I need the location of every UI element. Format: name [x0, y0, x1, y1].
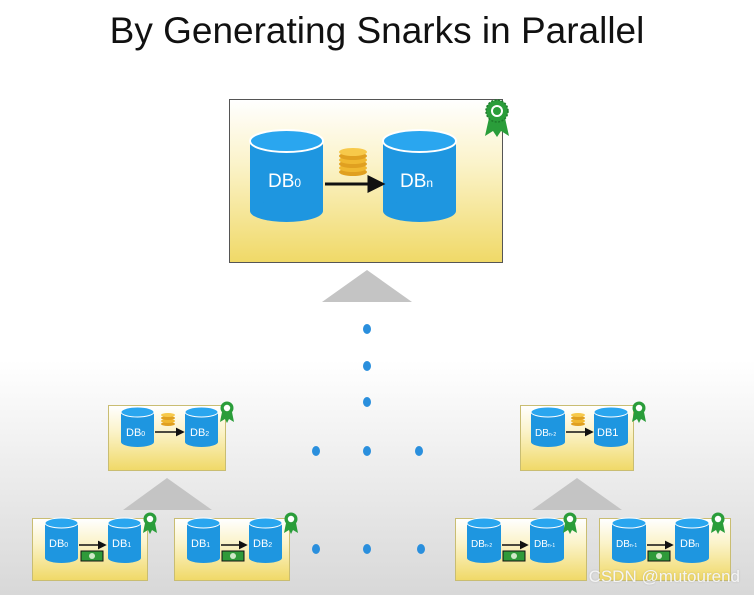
money-bill-icon — [221, 550, 245, 562]
money-bill-icon — [502, 550, 526, 562]
leaf-node-4: DBn-1 DBn — [611, 512, 725, 563]
database-icon: DBn-1 — [611, 517, 647, 563]
svg-text:DB2: DB2 — [253, 538, 272, 550]
svg-text:DB1: DB1 — [597, 427, 618, 439]
database-icon: DBn — [382, 129, 457, 222]
database-icon: DB1 — [593, 406, 629, 447]
database-icon: DB0 — [249, 129, 324, 222]
svg-text:DBn-1: DBn-1 — [534, 539, 555, 550]
svg-text:DB2: DB2 — [190, 427, 209, 439]
verified-badge-icon — [632, 401, 646, 423]
svg-text:DB0: DB0 — [49, 538, 68, 550]
verified-badge-icon — [220, 401, 234, 423]
svg-text:DB1: DB1 — [112, 538, 131, 550]
svg-text:DB0: DB0 — [126, 427, 145, 439]
merge-triangle-top — [322, 270, 412, 302]
verified-badge-icon — [284, 512, 298, 534]
watermark: CSDN @mutourend — [588, 567, 740, 586]
database-icon: DB1 — [186, 517, 221, 563]
database-icon: DBn-1 — [529, 517, 565, 563]
coin-stack-icon — [571, 413, 585, 426]
svg-text:DB1: DB1 — [191, 538, 210, 550]
verified-badge-icon — [143, 512, 157, 534]
coin-stack-icon — [161, 413, 175, 426]
coin-stack-icon — [339, 148, 367, 176]
leaf-node-2: DB1 DB2 — [186, 512, 298, 563]
leaf-node-1: DB0 DB1 — [44, 512, 157, 563]
database-icon: DB0 — [120, 406, 155, 447]
database-icon: DBn — [674, 517, 710, 563]
top-node: DB0 DBn — [249, 99, 509, 222]
database-icon: DBn-2 — [466, 517, 502, 563]
database-icon: DB0 — [44, 517, 79, 563]
verified-badge-icon — [485, 99, 509, 137]
database-icon: DB2 — [184, 406, 219, 447]
mid-node-left: DB0 DB2 — [120, 401, 234, 447]
verified-badge-icon — [563, 512, 577, 534]
mid-node-right: DBn-2 DB1 — [530, 401, 646, 447]
money-bill-icon — [647, 550, 671, 562]
page-title: By Generating Snarks in Parallel — [109, 10, 645, 51]
svg-text:DBn: DBn — [400, 171, 433, 192]
database-icon: DB1 — [107, 517, 142, 563]
verified-badge-icon — [711, 512, 725, 534]
svg-text:DBn: DBn — [680, 538, 699, 550]
svg-text:DBn-2: DBn-2 — [535, 428, 556, 439]
merge-triangle-right — [532, 478, 622, 510]
leaf-node-3: DBn-2 DBn-1 — [466, 512, 577, 563]
ellipsis-dots — [312, 324, 425, 554]
money-bill-icon — [80, 550, 104, 562]
svg-text:DBn-1: DBn-1 — [616, 539, 637, 550]
merge-triangle-left — [123, 478, 212, 510]
database-icon: DB2 — [248, 517, 283, 563]
svg-text:DBn-2: DBn-2 — [471, 539, 492, 550]
svg-text:DB0: DB0 — [268, 171, 301, 192]
database-icon: DBn-2 — [530, 406, 566, 447]
